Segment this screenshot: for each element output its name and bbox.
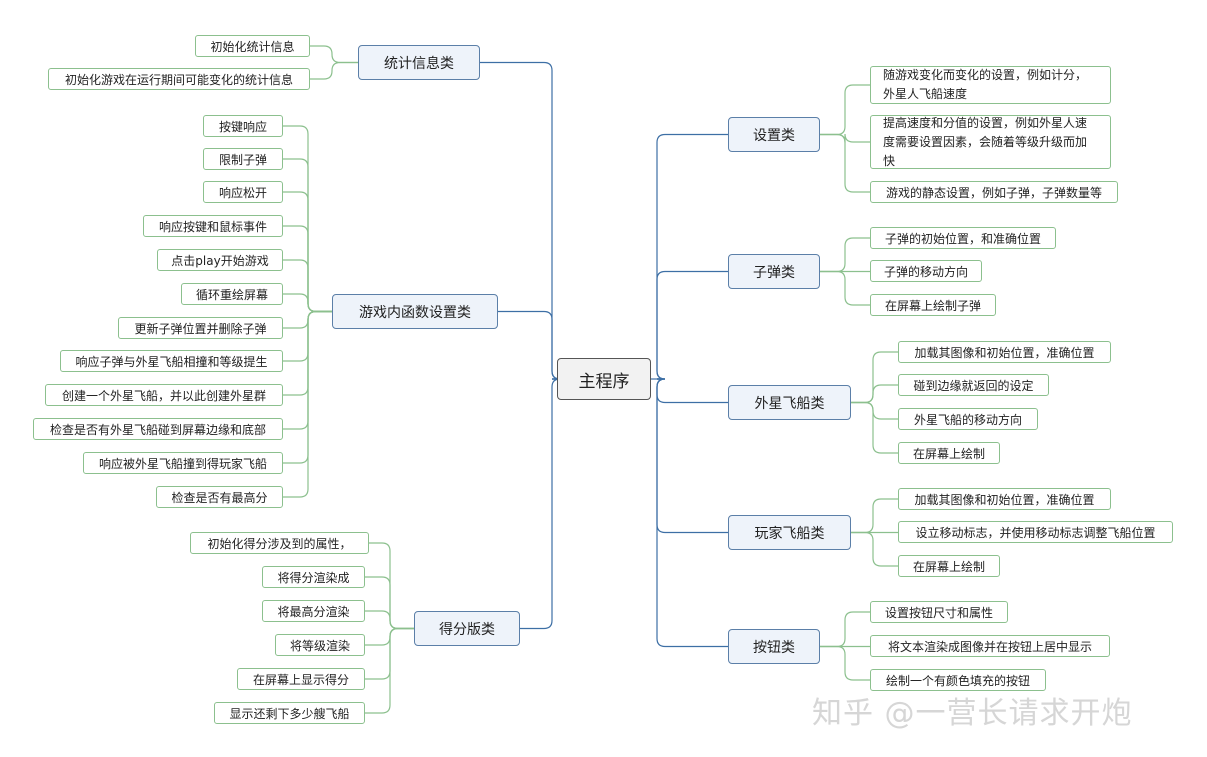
- right-leaf-connector: [851, 351, 898, 404]
- right-leaf-connector: [820, 645, 870, 681]
- right-leaf-connector: [820, 84, 870, 136]
- left-leaf: 响应被外星飞船撞到得玩家飞船: [83, 452, 283, 474]
- left-leaf: 将最高分渲染: [262, 600, 365, 622]
- left-leaf: 创建一个外星飞船，并以此创建外星群: [45, 384, 283, 406]
- right-branch-1: 子弹类: [728, 254, 820, 289]
- right-leaf: 设立移动标志，并使用移动标志调整飞船位置: [898, 521, 1173, 543]
- left-leaf: 显示还剩下多少艘飞船: [214, 702, 365, 724]
- left-leaf-connector: [365, 627, 414, 714]
- left-leaf-connector: [365, 610, 414, 630]
- right-leaf: 绘制一个有颜色填充的按钮: [870, 669, 1046, 691]
- right-branch-2: 外星飞船类: [728, 385, 851, 420]
- left-leaf: 检查是否有外星飞船碰到屏幕边缘和底部: [33, 418, 283, 440]
- right-branch-2-connector: [656, 378, 728, 404]
- left-branch-0-connector: [480, 61, 561, 380]
- left-leaf-connector: [310, 45, 358, 64]
- right-leaf-connector: [851, 384, 898, 404]
- left-leaf: 响应子弹与外星飞船相撞和等级提生: [60, 350, 283, 372]
- right-leaf: 子弹的移动方向: [870, 260, 982, 282]
- right-leaf: 随游戏变化而变化的设置，例如计分，外星人飞船速度: [870, 66, 1111, 104]
- left-leaf: 将等级渲染: [275, 634, 365, 656]
- left-leaf: 按键响应: [203, 115, 283, 137]
- left-branch-0: 统计信息类: [358, 45, 480, 80]
- right-branch-0: 设置类: [728, 117, 820, 152]
- right-leaf: 设置按钮尺寸和属性: [870, 601, 1008, 623]
- left-leaf: 初始化统计信息: [195, 35, 310, 57]
- watermark: 知乎 @一营长请求开炮: [812, 696, 1133, 731]
- left-leaf: 响应按键和鼠标事件: [143, 215, 283, 237]
- right-leaf-connector: [851, 498, 898, 534]
- left-leaf-connector: [283, 293, 332, 313]
- left-leaf: 循环重绘屏幕: [181, 283, 283, 305]
- right-leaf: 子弹的初始位置，和准确位置: [870, 227, 1056, 249]
- left-branch-1: 游戏内函数设置类: [332, 294, 498, 329]
- left-leaf: 初始化得分涉及到的属性，: [190, 532, 369, 554]
- left-leaf: 更新子弹位置并删除子弹: [118, 317, 283, 339]
- left-leaf: 响应松开: [203, 181, 283, 203]
- right-leaf-connector: [851, 401, 898, 454]
- right-leaf: 游戏的静态设置，例如子弹，子弹数量等: [870, 181, 1118, 203]
- right-leaf-connector: [851, 401, 898, 420]
- right-leaf-connector: [820, 611, 870, 648]
- right-leaf-connector: [851, 531, 898, 567]
- right-leaf: 在屏幕上绘制: [898, 442, 1000, 464]
- right-leaf: 在屏幕上绘制子弹: [870, 294, 996, 316]
- right-leaf: 碰到边缘就返回的设定: [898, 374, 1049, 396]
- right-leaf: 提高速度和分值的设置，例如外星人速度需要设置因素，会随着等级升级而加快: [870, 115, 1111, 169]
- right-leaf-connector: [820, 237, 870, 273]
- left-leaf-connector: [283, 310, 332, 498]
- left-leaf: 点击play开始游戏: [157, 249, 283, 271]
- left-leaf: 检查是否有最高分: [156, 486, 283, 508]
- left-leaf-connector: [369, 542, 414, 630]
- left-branch-2-connector: [520, 378, 561, 630]
- right-branch-3: 玩家飞船类: [728, 515, 851, 550]
- right-leaf: 外星飞船的移动方向: [898, 408, 1038, 430]
- right-branch-4-connector: [656, 378, 728, 648]
- right-branch-0-connector: [656, 133, 728, 380]
- right-branch-4: 按钮类: [728, 629, 820, 664]
- root-node: 主程序: [557, 358, 651, 400]
- right-leaf-connector: [820, 270, 870, 306]
- left-leaf-connector: [310, 61, 358, 80]
- left-leaf: 初始化游戏在运行期间可能变化的统计信息: [48, 68, 310, 90]
- right-branch-1-connector: [656, 270, 728, 380]
- right-leaf: 将文本渲染成图像并在按钮上居中显示: [870, 635, 1110, 657]
- left-leaf: 将得分渲染成: [262, 566, 365, 588]
- right-leaf: 在屏幕上绘制: [898, 555, 1000, 577]
- right-leaf: 加载其图像和初始位置，准确位置: [898, 488, 1111, 510]
- left-leaf: 在屏幕上显示得分: [237, 668, 365, 690]
- left-branch-1-connector: [498, 310, 561, 380]
- left-leaf: 限制子弹: [203, 148, 283, 170]
- right-leaf-connector: [820, 133, 870, 193]
- right-leaf: 加载其图像和初始位置，准确位置: [898, 341, 1111, 363]
- left-branch-2: 得分版类: [414, 611, 520, 646]
